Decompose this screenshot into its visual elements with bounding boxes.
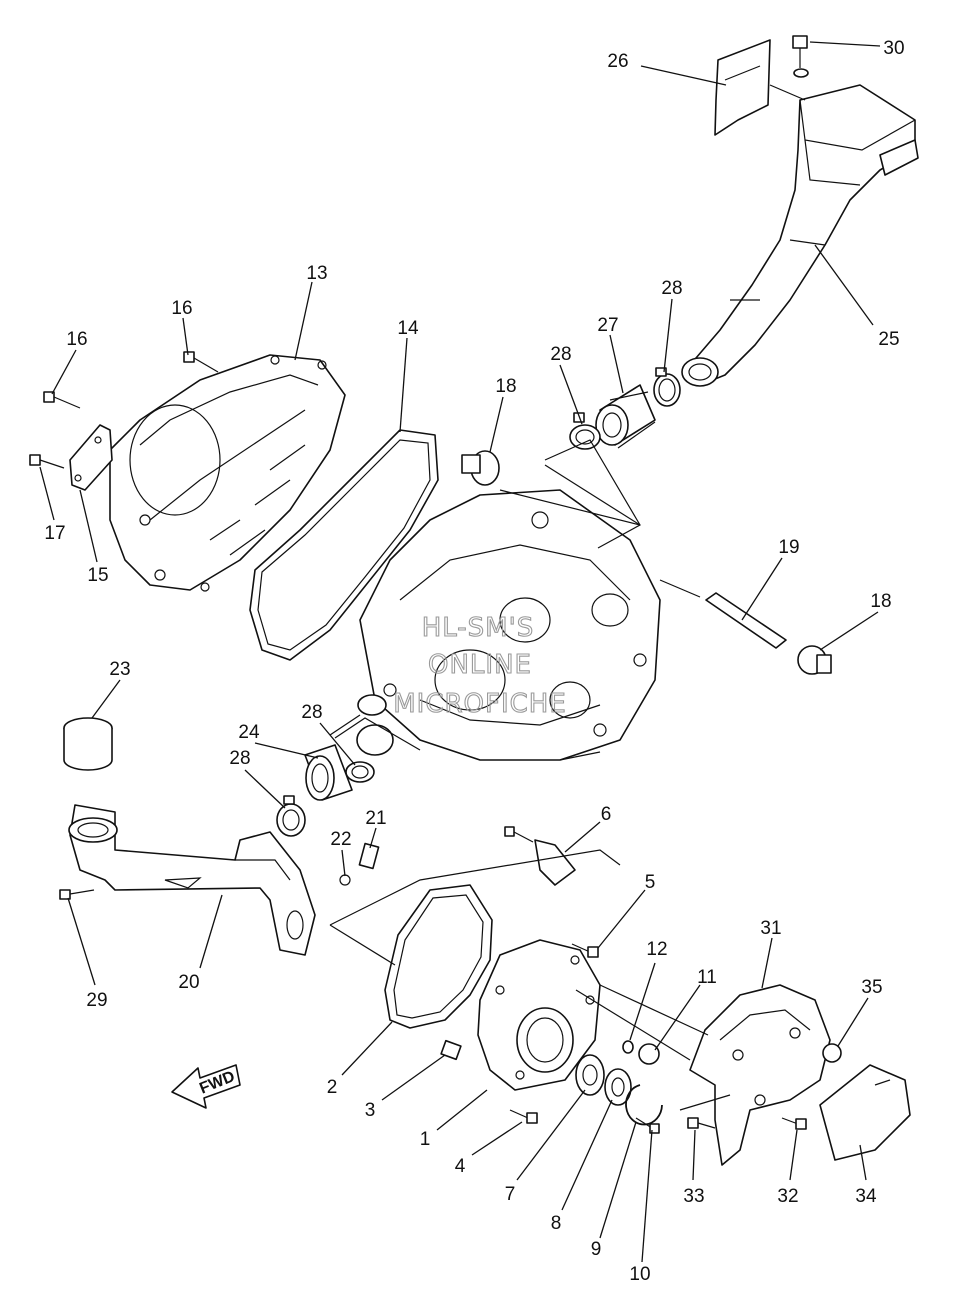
callout-18-right: 18 — [870, 591, 891, 612]
callout-19: 19 — [778, 537, 799, 558]
crankcase-cover-part-13 — [109, 354, 346, 592]
callout-9: 9 — [591, 1239, 602, 1260]
seal-part-23 — [63, 717, 113, 771]
callout-15: 15 — [87, 565, 108, 586]
damper-part-18-right — [797, 645, 832, 675]
callout-28-lower-right: 28 — [301, 702, 322, 723]
watermark-line-2: ONLINE — [428, 650, 532, 680]
joint-part-24 — [304, 744, 353, 801]
callout-2: 2 — [327, 1077, 338, 1098]
watermark-line-3: MICROFICHE — [393, 689, 567, 719]
callout-4: 4 — [455, 1156, 466, 1177]
callout-22: 22 — [330, 829, 351, 850]
bearing-part-7 — [575, 1054, 605, 1096]
clip-part-22 — [339, 874, 351, 886]
plate-part-34 — [819, 1064, 911, 1161]
callout-labels: 1 2 3 4 5 6 7 8 9 10 11 12 13 14 15 16 1… — [44, 38, 904, 1285]
leader-lines — [39, 41, 881, 1263]
circlip-part-10 — [625, 1084, 663, 1126]
callout-25: 25 — [878, 329, 899, 350]
callout-30: 30 — [883, 38, 904, 59]
collar-part-21 — [358, 842, 380, 870]
callout-16-upper: 16 — [171, 298, 192, 319]
callout-7: 7 — [505, 1184, 516, 1205]
callout-31: 31 — [760, 918, 781, 939]
callout-24: 24 — [238, 722, 260, 743]
intake-duct-part-20 — [68, 804, 316, 956]
callout-14: 14 — [397, 318, 419, 339]
callout-28-upper-right: 28 — [661, 278, 682, 299]
callout-28-upper-left: 28 — [550, 344, 571, 365]
callout-27: 27 — [597, 315, 618, 336]
gasket-part-2 — [384, 884, 493, 1029]
bolt-part-11 — [638, 1043, 660, 1065]
joint-part-27 — [595, 384, 656, 449]
callout-20: 20 — [178, 972, 199, 993]
clamp-part-28-upper-left — [569, 412, 601, 450]
clamp-part-28-upper-right — [653, 367, 681, 407]
watermark: HL-SM'S ONLINE MICROFICHE — [393, 612, 567, 719]
bracket-part-6 — [504, 826, 576, 886]
callout-18-upper: 18 — [495, 376, 516, 397]
bolt-part-30 — [792, 35, 809, 78]
clamp-part-28-lower-right — [345, 761, 375, 783]
callout-21: 21 — [365, 808, 386, 829]
gasket-part-14 — [249, 429, 439, 661]
callout-10: 10 — [629, 1264, 650, 1285]
callout-17: 17 — [44, 523, 65, 544]
bolt-part-5 — [571, 943, 599, 958]
callout-23: 23 — [109, 659, 130, 680]
bracket-part-26 — [714, 39, 771, 136]
guard-part-31 — [689, 984, 831, 1166]
bracket-part-15 — [69, 424, 113, 491]
engine-crankcase — [329, 464, 661, 761]
watermark-line-1: HL-SM'S — [422, 613, 535, 643]
bolt-part-16-upper — [183, 351, 219, 373]
oil-seal-part-8 — [604, 1068, 632, 1106]
callout-12: 12 — [646, 939, 667, 960]
callout-11: 11 — [697, 967, 717, 988]
callout-13: 13 — [306, 263, 327, 284]
assembly-guide-lines — [329, 84, 806, 1111]
bolt-part-32 — [781, 1117, 807, 1130]
air-duct-part-25 — [681, 84, 919, 387]
callout-1: 1 — [420, 1129, 431, 1150]
bolt-part-17 — [29, 454, 65, 469]
callout-16-left: 16 — [66, 329, 87, 350]
bolt-part-4 — [509, 1109, 538, 1124]
callout-32: 32 — [777, 1186, 798, 1207]
callout-6: 6 — [601, 804, 612, 825]
clamp-part-28-lower-left — [276, 795, 306, 837]
callout-33: 33 — [683, 1186, 704, 1207]
callout-35: 35 — [861, 977, 882, 998]
callout-5: 5 — [645, 872, 656, 893]
screw-part-9 — [635, 1117, 660, 1134]
callout-34: 34 — [855, 1186, 877, 1207]
fwd-arrow-icon: FWD — [171, 1064, 241, 1109]
callout-29: 29 — [86, 990, 107, 1011]
callout-26: 26 — [607, 51, 628, 72]
cover-part-1 — [477, 939, 601, 1091]
nut-part-35 — [822, 1043, 842, 1063]
callout-8: 8 — [551, 1213, 562, 1234]
dowel-part-3 — [440, 1039, 462, 1061]
pipe-part-19 — [705, 592, 787, 649]
bolt-part-33 — [687, 1117, 716, 1129]
callout-3: 3 — [365, 1100, 376, 1121]
oring-part-12 — [622, 1040, 634, 1054]
bolt-part-29 — [59, 889, 95, 900]
bolt-part-16-left — [43, 391, 81, 409]
damper-part-18-upper — [461, 450, 500, 486]
callout-28-lower-left: 28 — [229, 748, 250, 769]
